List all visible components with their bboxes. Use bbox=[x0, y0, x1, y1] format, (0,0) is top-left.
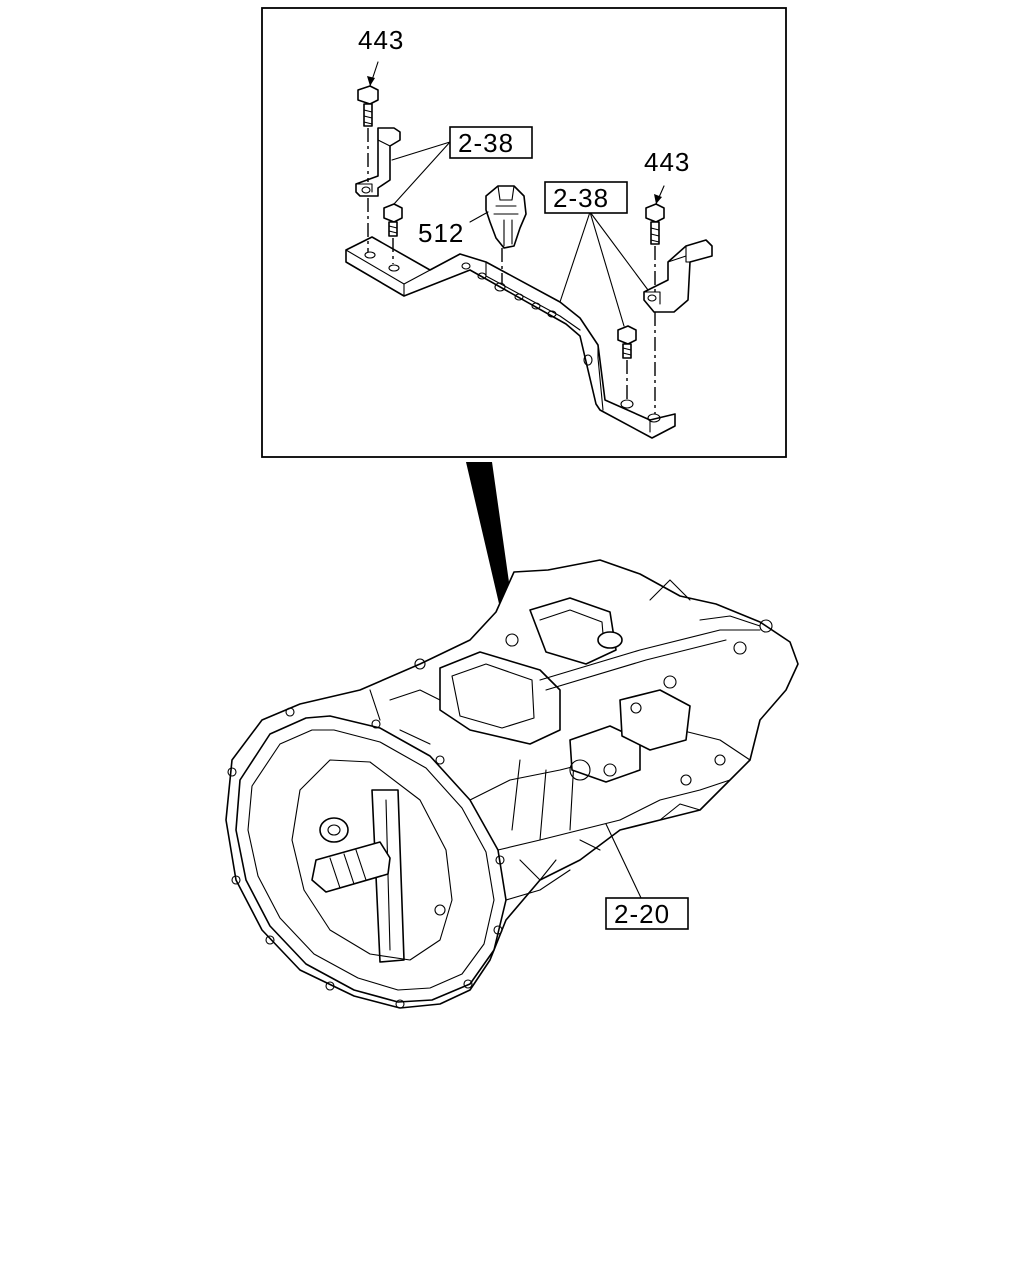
ref-box-2-20 bbox=[605, 897, 689, 930]
callout-512: 512 bbox=[418, 218, 464, 248]
detail-inset: 443 443 512 2-38 2-38 bbox=[261, 7, 787, 458]
ref-2-38-right: 2-38 bbox=[553, 183, 609, 213]
transmission-assembly bbox=[225, 559, 799, 1009]
leader-lines bbox=[367, 61, 665, 327]
bolt-443-left bbox=[357, 85, 379, 127]
bolt-443-right bbox=[645, 203, 665, 245]
crossmember bbox=[345, 236, 676, 439]
leader-2-20 bbox=[605, 823, 643, 901]
ref-box-2-38-right bbox=[544, 181, 628, 214]
assembly-lines bbox=[367, 128, 656, 414]
callout-443-left: 443 bbox=[358, 25, 404, 55]
bracket-left bbox=[355, 127, 401, 197]
ref-box-2-38-left bbox=[449, 126, 533, 159]
clip-512 bbox=[485, 185, 527, 249]
bolt-2-38-right bbox=[617, 325, 637, 359]
flange-bolts bbox=[227, 707, 505, 1009]
bracket-right bbox=[643, 239, 713, 313]
ref-2-20: 2-20 bbox=[614, 899, 670, 929]
callout-443-right: 443 bbox=[644, 147, 690, 177]
ref-2-38-left: 2-38 bbox=[458, 128, 514, 158]
